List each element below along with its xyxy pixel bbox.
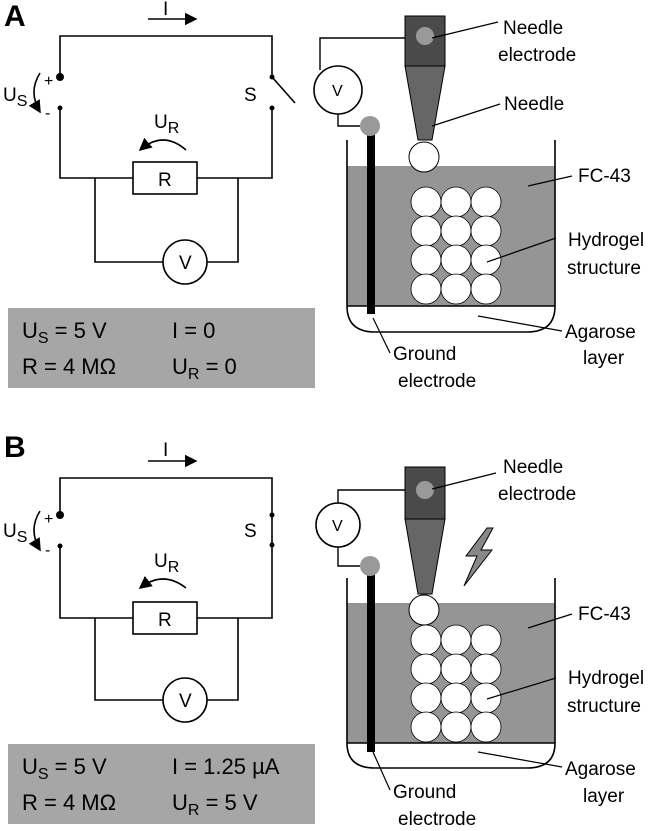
fc43-label-b: FC-43 (578, 604, 631, 625)
source-voltage-label-b: US (3, 521, 27, 546)
agarose-label-a-2: layer (583, 348, 625, 369)
ground-label-b-2: electrode (398, 809, 476, 830)
r-value-a: R = 4 MΩ (22, 354, 116, 379)
needle-electrode-label-b-1: Needle (503, 457, 563, 478)
source-voltage-arrow-a (28, 72, 41, 114)
us-value-a: US = 5 V (22, 318, 107, 347)
beaker-a (346, 140, 556, 333)
panel-b: B I US + - S R UR V US = 5 V R = 4 MΩ I … (3, 431, 644, 830)
switch-terminal-bottom-a (269, 105, 275, 111)
current-label-b: I (163, 440, 168, 461)
ground-electrode-a (367, 130, 375, 314)
voltmeter-label-a: V (179, 253, 192, 274)
resistor-b (132, 601, 198, 635)
source-minus-terminal-b (57, 543, 63, 549)
needle-electrode-label-a-1: Needle (503, 18, 563, 39)
ground-label-a-2: electrode (398, 371, 476, 392)
leader-lines-b (372, 472, 573, 791)
source-plus-terminal-b (56, 511, 64, 519)
resistor-label-b: R (158, 610, 172, 631)
voltmeter-b (162, 677, 208, 723)
source-voltage-arrow-b (28, 510, 41, 552)
hydrogel-structure-b (410, 624, 502, 743)
switch-label-a: S (244, 85, 257, 106)
needle-electrode-contact-b (416, 481, 434, 499)
agarose-label-a-1: Agarose (565, 322, 636, 343)
agarose-label-b-1: Agarose (565, 759, 636, 780)
i-value-a: I = 0 (172, 318, 215, 343)
hydrogel-structure-a (410, 186, 502, 305)
value-box-b (8, 744, 315, 824)
us-value-b: US = 5 V (22, 754, 107, 783)
resistor-voltage-arrow-b (138, 576, 187, 589)
switch-terminal-top-b (269, 512, 275, 518)
hydrogel-label-b-1: Hydrogel (568, 668, 644, 689)
probe-voltmeter-label-b: V (332, 518, 343, 535)
ground-electrode-b (367, 570, 375, 752)
ground-label-b-1: Ground (393, 782, 456, 803)
needle-electrode-label-b-2: electrode (498, 484, 576, 505)
probe-voltmeter-label-a: V (332, 83, 343, 100)
fc43-label-a: FC-43 (578, 166, 631, 187)
ur-value-b: UR = 5 V (172, 790, 258, 819)
minus-sign-a: - (45, 105, 50, 122)
switch-terminal-top-a (269, 74, 275, 80)
hydrogel-label-a-2: structure (567, 258, 641, 279)
panel-letter-b: B (4, 431, 26, 464)
needle-b (404, 518, 446, 595)
plus-sign-a: + (44, 73, 53, 90)
hydrogel-label-b-2: structure (567, 696, 641, 717)
i-value-b: I = 1.25 µA (172, 754, 280, 779)
needle-electrode-contact-a (416, 27, 434, 45)
source-plus-terminal-a (56, 73, 64, 81)
current-label-a: I (163, 0, 168, 20)
beaker-b (346, 578, 556, 769)
needle-droplet-b (408, 594, 440, 626)
minus-sign-b: - (45, 542, 50, 559)
switch-label-b: S (244, 521, 257, 542)
needle-droplet-a (408, 141, 440, 173)
needle-label-a: Needle (504, 94, 564, 115)
agarose-label-b-2: layer (583, 786, 625, 807)
needle-a (404, 65, 446, 141)
value-box-a (8, 308, 315, 388)
source-minus-terminal-a (57, 105, 63, 111)
resistor-a (132, 161, 198, 195)
leader-lines-a (372, 21, 573, 354)
ground-electrode-contact-b (360, 556, 380, 576)
source-voltage-label-a: US (3, 85, 27, 110)
ground-electrode-contact-a (360, 116, 380, 136)
ground-label-a-1: Ground (393, 344, 456, 365)
lightning-bolt-icon (463, 527, 494, 587)
ur-value-a: UR = 0 (172, 354, 237, 383)
resistor-voltage-label-a: UR (154, 112, 179, 137)
beaker-setup-b: V (315, 466, 556, 769)
circuit-b (59, 477, 273, 701)
plus-sign-b: + (44, 511, 53, 528)
r-value-b: R = 4 MΩ (22, 790, 116, 815)
voltmeter-label-b: V (179, 691, 192, 712)
circuit-a (59, 35, 296, 263)
switch-terminal-bottom-b (269, 542, 275, 548)
resistor-voltage-arrow-a (138, 137, 187, 152)
voltmeter-a (162, 239, 208, 285)
resistor-label-a: R (158, 170, 172, 191)
beaker-setup-a: V (313, 15, 556, 333)
panel-letter-a: A (4, 0, 26, 33)
hydrogel-label-a-1: Hydrogel (568, 230, 644, 251)
panel-a: A I US + - S R UR V US = (3, 0, 644, 392)
needle-electrode-label-a-2: electrode (498, 45, 576, 66)
resistor-voltage-label-b: UR (154, 551, 179, 576)
